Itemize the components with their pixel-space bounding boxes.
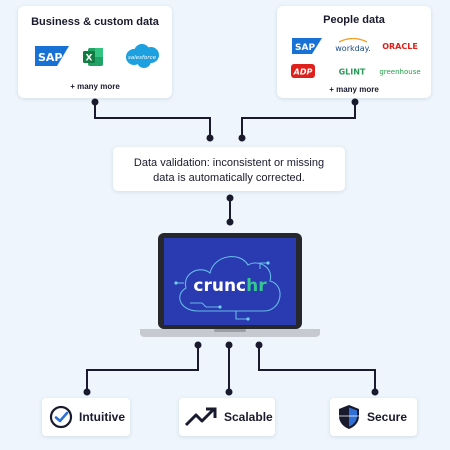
feature-secure-label: Secure — [367, 410, 408, 424]
people-more-label: + many more — [329, 85, 379, 94]
laptop-base — [140, 329, 320, 337]
sap-logo: SAP — [35, 46, 69, 66]
feature-intuitive: Intuitive — [42, 398, 130, 436]
feature-scalable: Scalable — [179, 398, 275, 436]
crunchr-logo-part-2: hr — [246, 276, 267, 296]
laptop: crunchr — [140, 233, 320, 337]
validation-line-2: data is automatically corrected. — [153, 172, 305, 184]
glint-logo: GLINT — [335, 64, 369, 78]
sap-logo-text: SAP — [38, 51, 63, 64]
people-data-card: People data SAP workday. ORACLE ADP GLIN… — [277, 6, 431, 98]
excel-icon-text: X — [86, 54, 93, 64]
connector-people — [241, 102, 356, 135]
oracle-logo-text: ORACLE — [382, 42, 418, 51]
business-data-card: Business & custom data SAP X salesforce … — [18, 6, 172, 98]
connector-business — [94, 102, 211, 135]
connector-intuitive — [86, 345, 199, 392]
salesforce-logo: salesforce — [122, 42, 162, 70]
greenhouse-logo-text: greenhouse — [379, 68, 420, 76]
crunchr-logo-part-1: crunc — [193, 276, 246, 296]
oracle-logo: ORACLE — [378, 39, 422, 53]
trend-arrow-icon — [184, 407, 217, 427]
people-data-title: People data — [323, 14, 385, 26]
shield-icon — [339, 405, 359, 429]
check-circle-icon — [49, 405, 73, 429]
connector-secure — [258, 345, 376, 392]
people-sap-logo-text: SAP — [295, 43, 315, 53]
greenhouse-logo: greenhouse — [377, 64, 423, 78]
feature-intuitive-label: Intuitive — [79, 410, 126, 424]
salesforce-logo-text: salesforce — [128, 55, 157, 61]
data-validation-box: Data validation: inconsistent or missing… — [113, 147, 345, 191]
adp-logo: ADP — [291, 64, 315, 78]
business-data-title: Business & custom data — [31, 16, 159, 28]
cloud-circuit-graphic — [176, 256, 281, 320]
workday-logo-text: workday. — [335, 44, 370, 53]
glint-logo-text: GLINT — [339, 68, 366, 77]
crunchr-logo: crunchr — [193, 276, 267, 296]
adp-logo-text: ADP — [293, 68, 313, 77]
feature-scalable-label: Scalable — [224, 410, 273, 424]
feature-secure: Secure — [330, 398, 417, 436]
excel-icon: X — [82, 46, 104, 68]
sap-logo: SAP — [292, 38, 322, 54]
workday-logo: workday. — [333, 38, 373, 54]
business-more-label: + many more — [70, 82, 120, 91]
validation-line-1: Data validation: inconsistent or missing — [133, 157, 325, 169]
